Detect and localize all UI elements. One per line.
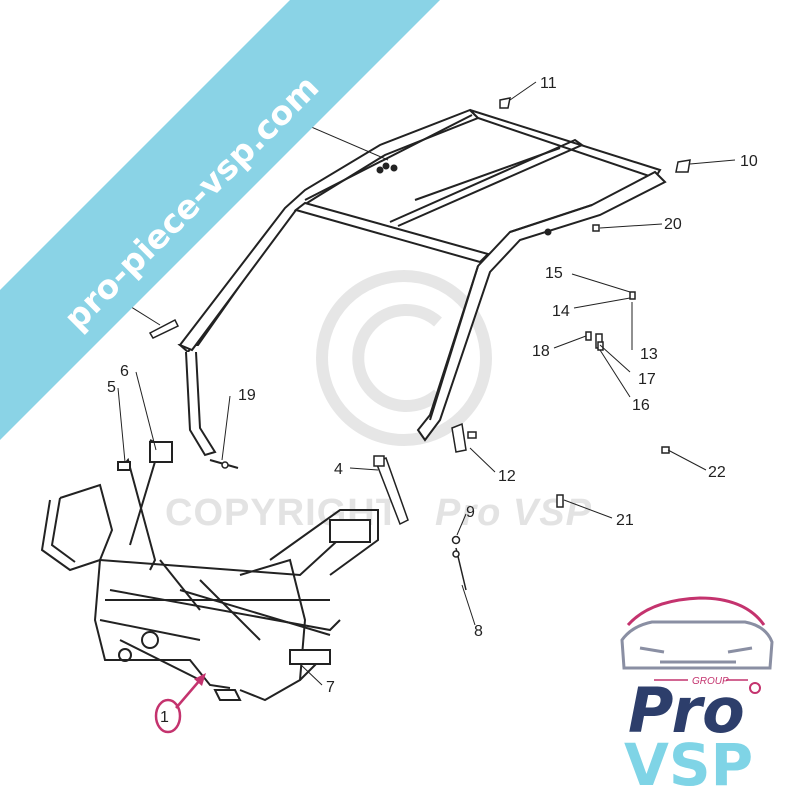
copyright-circle-watermark bbox=[316, 270, 492, 446]
callout-12-right: 12 bbox=[498, 468, 516, 485]
callout-4: 4 bbox=[334, 461, 343, 478]
callout-1: 1 bbox=[160, 709, 169, 726]
callout-14: 14 bbox=[552, 303, 570, 320]
leader-lines bbox=[117, 81, 736, 686]
callout-7: 7 bbox=[326, 679, 335, 696]
callout-9: 9 bbox=[466, 504, 475, 521]
callout-18: 18 bbox=[532, 343, 550, 360]
part-12-bolt bbox=[148, 318, 180, 339]
callout-11: 11 bbox=[540, 75, 557, 92]
callout-10: 10 bbox=[740, 153, 758, 170]
part-21 bbox=[556, 494, 564, 508]
part-9 bbox=[451, 535, 461, 545]
site-banner: pro-piece-vsp.com bbox=[0, 0, 440, 440]
logo-word-pro: Pro bbox=[628, 674, 745, 747]
provsp-logo: GROUP Pro VSP bbox=[620, 596, 774, 799]
chassis-frame bbox=[40, 439, 379, 702]
logo-hex-dot bbox=[749, 682, 761, 694]
part-18 bbox=[585, 331, 592, 341]
roof-frame bbox=[177, 108, 667, 457]
callout-8: 8 bbox=[474, 623, 483, 640]
hardware-parts bbox=[148, 97, 691, 591]
callout-15: 15 bbox=[545, 265, 563, 282]
callout-6: 6 bbox=[120, 363, 129, 380]
part-15 bbox=[629, 291, 636, 300]
part-8 bbox=[452, 550, 460, 558]
part-22 bbox=[661, 446, 670, 454]
part-10 bbox=[675, 159, 691, 173]
copyright-brand: Pro VSP bbox=[435, 492, 592, 534]
callout-16: 16 bbox=[632, 397, 650, 414]
callout-22: 22 bbox=[708, 464, 726, 481]
logo-group-label: GROUP bbox=[692, 676, 729, 687]
callout-21: 21 bbox=[616, 512, 634, 529]
highlight-callout-1 bbox=[154, 673, 206, 734]
car-icon bbox=[620, 596, 774, 670]
callout-5: 5 bbox=[107, 379, 116, 396]
logo-word-vsp: VSP bbox=[624, 731, 753, 799]
part-12-bracket bbox=[451, 422, 467, 453]
callout-labels: 1 3 4 5 6 7 8 9 10 11 12 ✱ 12 13 14 15 1… bbox=[92, 75, 758, 726]
callout-13: 13 bbox=[640, 346, 658, 363]
callout-19: 19 bbox=[238, 387, 256, 404]
part-11 bbox=[499, 97, 511, 109]
callout-17: 17 bbox=[638, 371, 656, 388]
callout-20: 20 bbox=[664, 216, 682, 233]
part-20 bbox=[592, 224, 600, 232]
